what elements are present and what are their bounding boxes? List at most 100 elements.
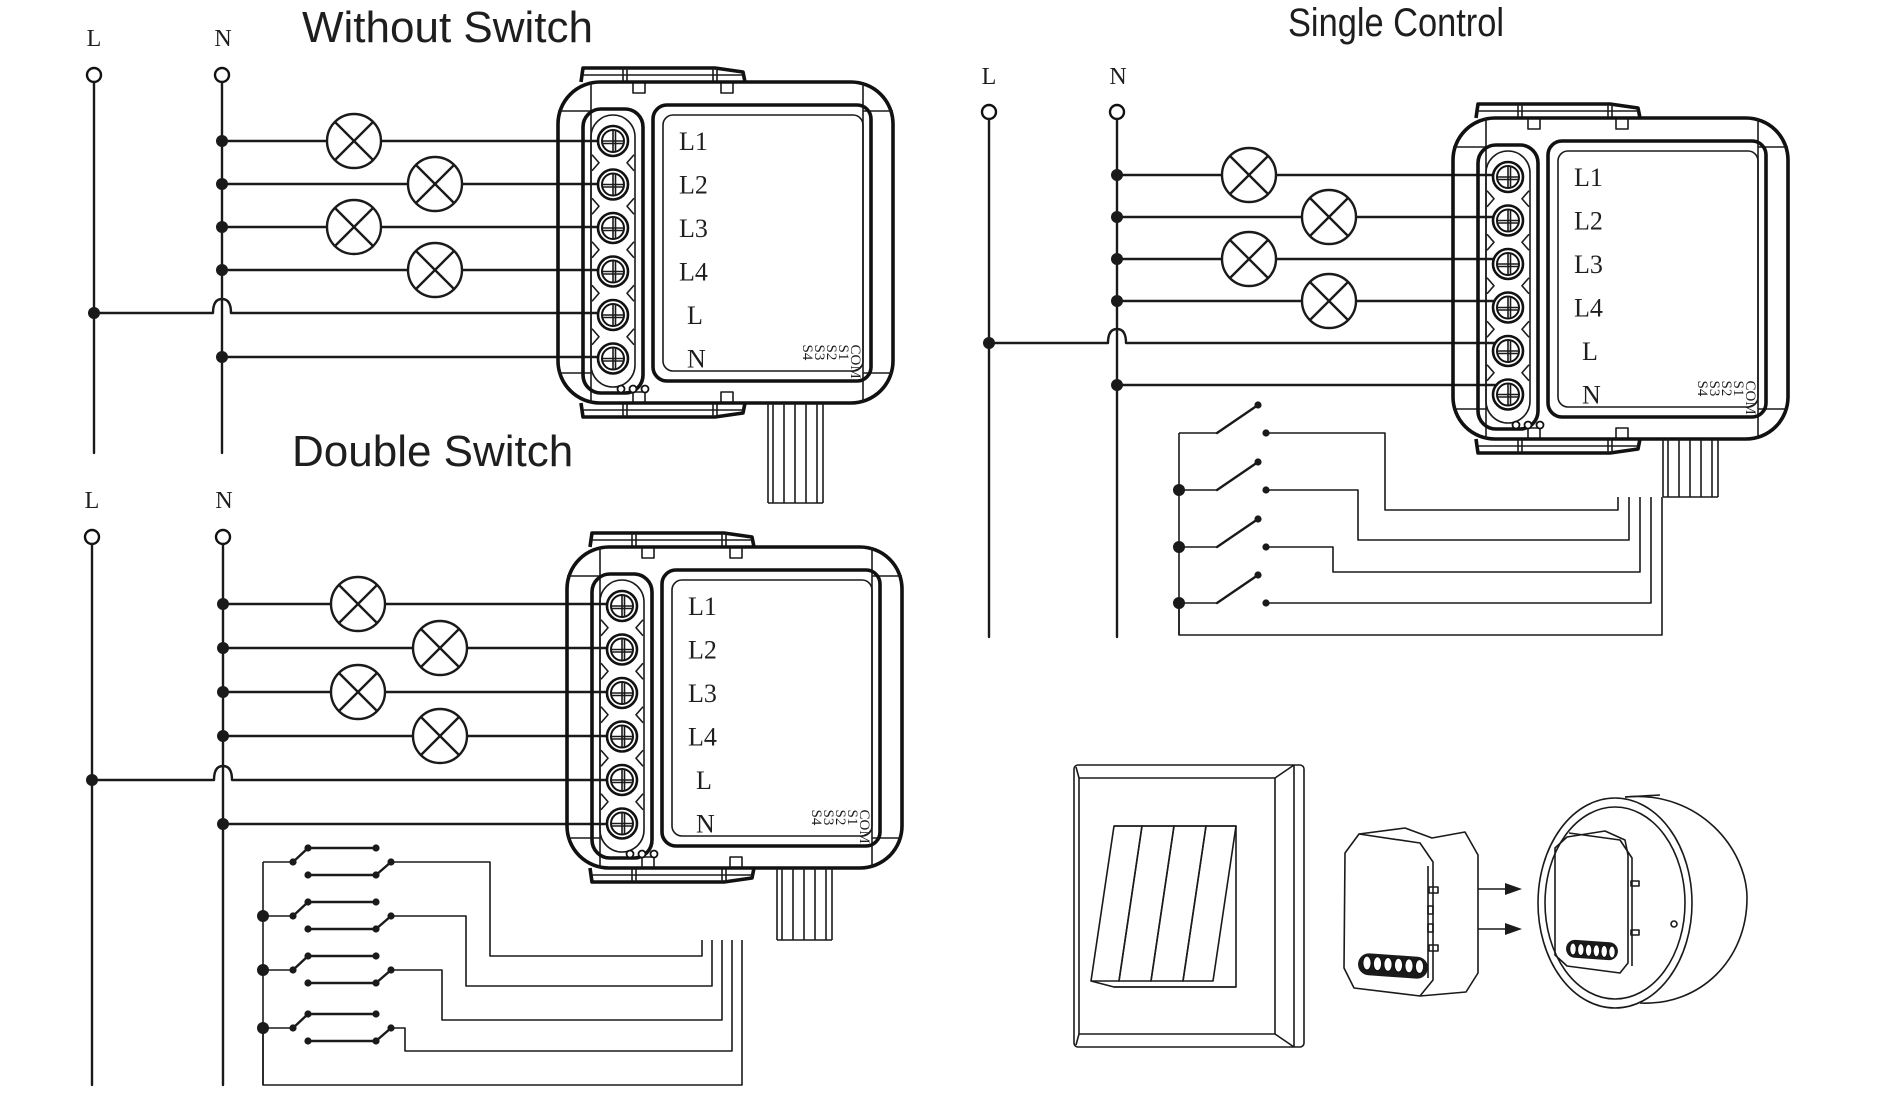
tab-outline — [588, 531, 756, 548]
terminal-hole — [1383, 956, 1393, 973]
screw-terminal-icon — [605, 807, 639, 840]
module-clip — [1427, 905, 1434, 915]
module-body — [556, 80, 895, 405]
screw-terminal-icon — [1491, 291, 1525, 324]
switch-lever — [1215, 460, 1260, 492]
indicator-dot — [637, 849, 647, 859]
strip-scallop — [600, 619, 609, 637]
live-wire — [92, 297, 607, 315]
rocker-1 — [1090, 825, 1143, 982]
rocker-4 — [1182, 825, 1237, 982]
terminal-housing — [581, 107, 645, 395]
section-title-double-switch: Double Switch — [292, 427, 573, 476]
relay-module-3d — [1343, 827, 1479, 997]
lamp-icon — [406, 241, 464, 299]
switch-lever — [1215, 517, 1260, 549]
rocker-buttons — [1090, 825, 1237, 988]
plate-inner — [1078, 777, 1276, 1035]
box-screw — [1670, 920, 1678, 928]
terminal-label: L1 — [688, 592, 717, 621]
indicator-dot — [616, 384, 626, 394]
rocker-base — [1090, 980, 1236, 988]
single-switch — [1179, 458, 1630, 541]
terminal-label: L2 — [679, 171, 708, 200]
switch-contact — [1254, 401, 1262, 409]
lamp-cross — [419, 627, 461, 669]
module-body — [565, 545, 904, 870]
strip-scallop — [635, 749, 644, 767]
neutral-terminal-circle — [1108, 103, 1126, 121]
lamp-icon — [1300, 272, 1358, 330]
supply-wiring — [980, 103, 1502, 639]
switch-input-label: S1 — [1730, 381, 1746, 397]
switch-input-wire-bundle — [776, 868, 833, 941]
arrow-right-icon — [1505, 883, 1522, 895]
strip-scallop — [600, 793, 609, 811]
live-wire — [90, 764, 616, 782]
strip-scallop — [626, 241, 635, 259]
lamp-icon — [329, 575, 387, 633]
terminal-hole — [1608, 945, 1616, 959]
terminal-hole — [1362, 955, 1372, 971]
installed-module-edge — [1568, 832, 1633, 966]
terminal-label: L1 — [679, 127, 708, 156]
screw-terminal-icon — [605, 633, 639, 666]
strip-scallop — [591, 328, 600, 346]
single-switches — [1173, 401, 1663, 636]
terminal-hole — [1600, 944, 1608, 958]
terminal-housing — [590, 572, 654, 860]
switch-output-wire — [391, 940, 733, 1052]
installation-illustration — [1073, 764, 1748, 1048]
strip-scallop — [591, 241, 600, 259]
rocker-2 — [1118, 825, 1175, 982]
terminal-strip — [590, 114, 636, 388]
switch-input-wire-bundle — [767, 403, 824, 504]
wall-switch-plate — [1073, 764, 1305, 1048]
switch-input-label: S3 — [820, 810, 836, 826]
switch-lever — [1215, 573, 1260, 605]
plate-bevel — [1274, 1033, 1295, 1048]
lamp-cross — [1228, 238, 1270, 280]
strip-scallop — [1486, 190, 1495, 208]
switch-input-label: S1 — [835, 345, 851, 361]
terminal-label: N — [696, 810, 715, 839]
switch-input-label: S2 — [823, 345, 839, 361]
terminal-label: L2 — [688, 636, 717, 665]
module-terminals — [1566, 939, 1618, 961]
mounting-tab — [1474, 427, 1642, 455]
label-panel-inner — [1557, 150, 1759, 408]
screw-terminal-icon — [605, 763, 639, 797]
terminal-hole — [1404, 958, 1414, 974]
indicator-dot — [628, 384, 638, 394]
neutral-supply-label: N — [215, 488, 232, 514]
switch-input-label: S2 — [832, 810, 848, 826]
terminal-hole — [1372, 956, 1383, 972]
module-clip — [1428, 886, 1439, 894]
lamp-cross — [1308, 196, 1350, 238]
screw-terminal-icon — [605, 589, 639, 623]
lamp-icon — [1220, 146, 1278, 204]
strip-scallop — [1521, 320, 1530, 338]
two-way-switch-pair — [263, 898, 713, 987]
plate-bevel — [1075, 766, 1080, 779]
lamp-icon — [411, 619, 469, 677]
two-way-switch-pair — [263, 940, 733, 1052]
switch-output-wire — [1266, 489, 1630, 541]
switch-output-wire — [1266, 497, 1641, 573]
neutral-terminal-circle — [213, 66, 231, 84]
strip-scallop — [626, 197, 635, 215]
strip-scallop — [1486, 364, 1495, 382]
plate-outer — [1073, 764, 1305, 1048]
section-title-without-switch: Without Switch — [302, 3, 593, 52]
terminal-label: L1 — [1574, 163, 1603, 192]
lamp-cross — [1228, 154, 1270, 196]
switch-input-label: S4 — [808, 810, 824, 826]
neutral-supply-label: N — [1109, 64, 1126, 90]
module-body — [1343, 827, 1479, 997]
label-panel-inner — [671, 579, 873, 837]
com-return-wire — [262, 940, 743, 1086]
live-terminal-circle — [980, 103, 998, 121]
lamp-icon — [1300, 188, 1358, 246]
